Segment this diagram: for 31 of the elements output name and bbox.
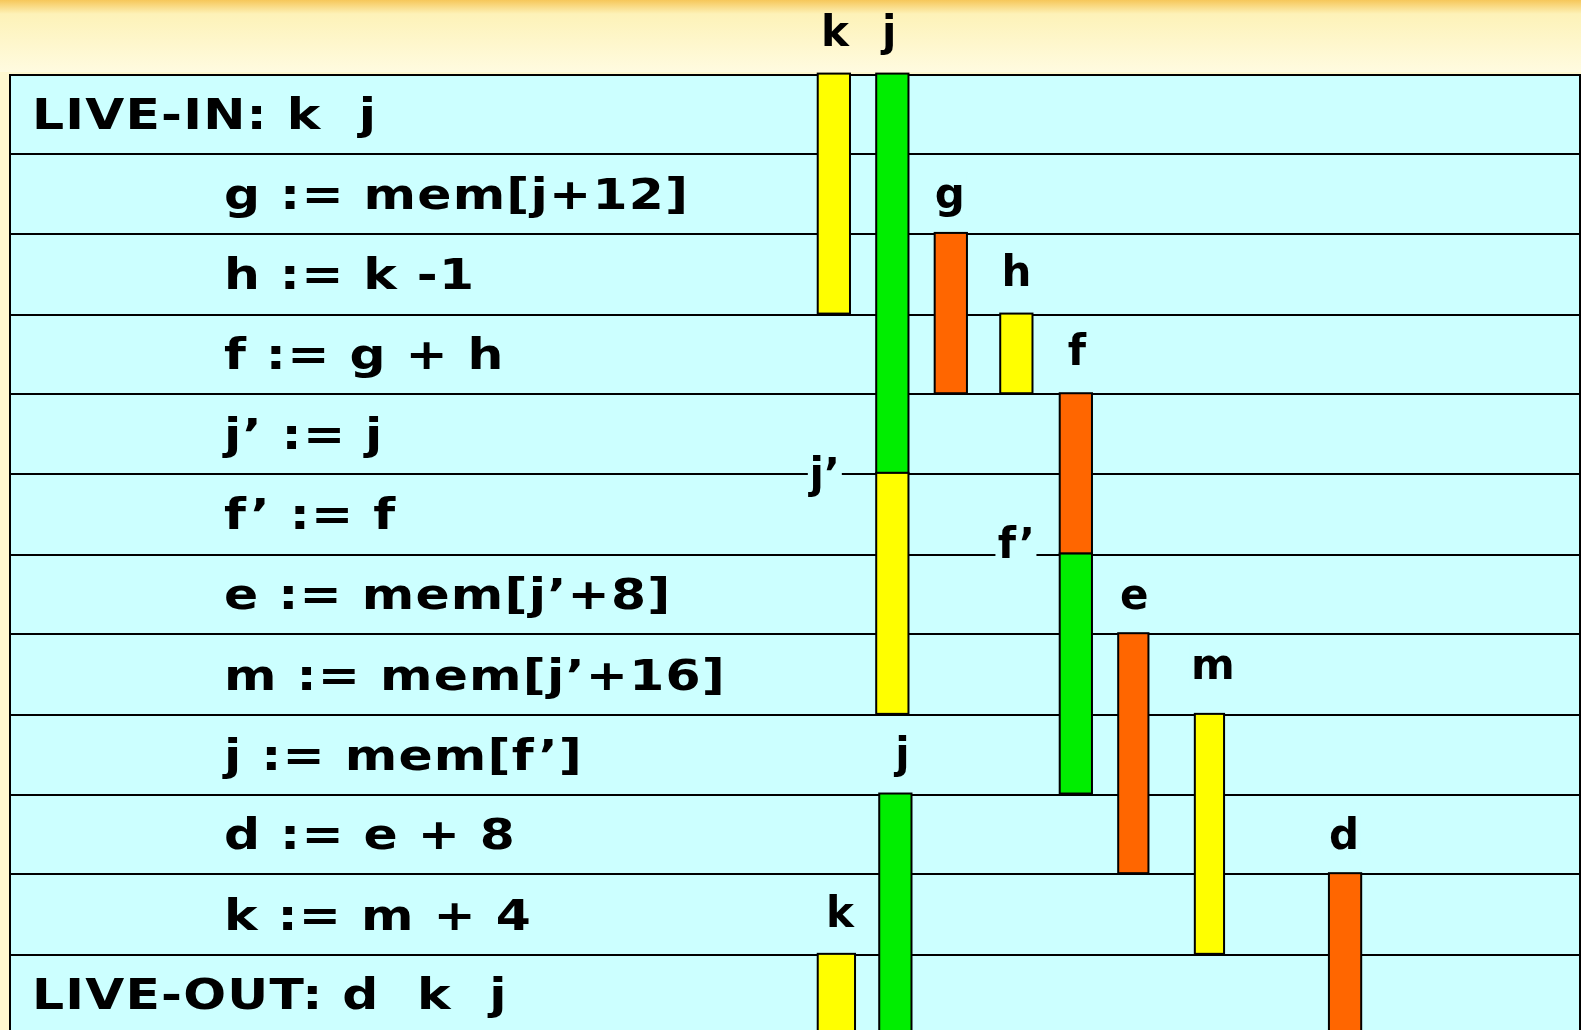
code-text: j’ := j [223,409,384,459]
variable-label: j [880,11,898,54]
live-range-bar [933,231,968,395]
instruction-row [9,713,1581,796]
code-text: g := mem[j+12] [223,169,690,219]
variable-label: k [819,11,851,54]
instruction-row [9,953,1581,1030]
code-text: k := m + 4 [223,890,532,939]
code-text: d := e + 8 [223,809,516,859]
code-text: LIVE-OUT: d k j [32,969,508,1019]
code-text: f’ := f [223,489,397,539]
live-range-bar [1058,552,1093,795]
code-text: f := g + h [223,329,505,379]
live-range-bar [875,471,910,715]
instruction-row [9,153,1581,235]
instruction-row [9,633,1581,716]
code-text: e := mem[j’+8] [223,569,672,619]
live-range-bar [878,792,913,1030]
live-range-bar [1327,872,1363,1030]
instruction-row [9,73,1581,156]
code-text: h := k -1 [223,249,476,299]
code-text: m := mem[j’+16] [223,650,726,700]
live-range-bar [1117,632,1150,875]
variable-label: j’ [807,452,842,495]
code-text: j := mem[f’] [223,730,583,780]
instruction-row [9,873,1581,956]
live-range-bar [816,72,851,315]
live-range-bar [1058,392,1093,555]
code-text: LIVE-IN: k j [32,89,378,139]
live-range-bar [1193,712,1226,955]
live-range-bar [875,72,910,474]
